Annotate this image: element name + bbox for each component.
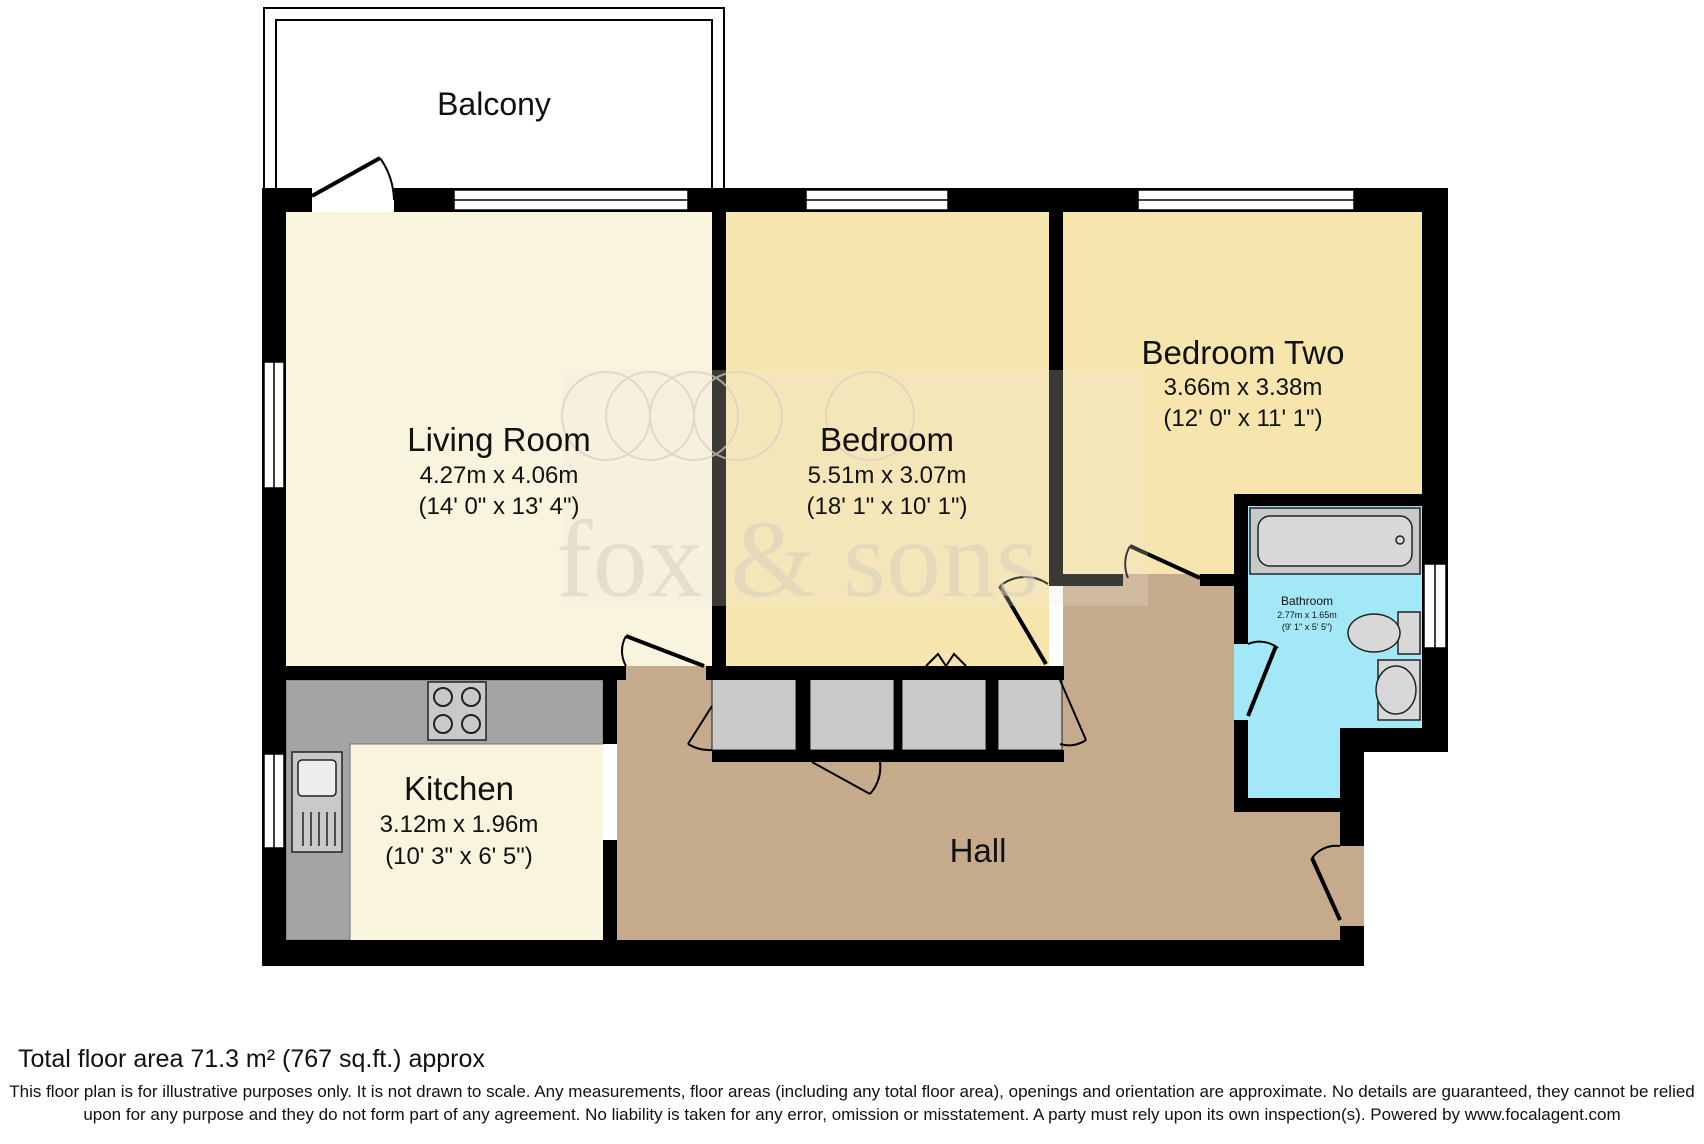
kitchen-name: Kitchen [404,770,514,807]
living-room-floor [286,212,712,666]
bedroom-two-metric: 3.66m x 3.38m [1164,374,1323,401]
balcony [263,7,725,192]
balcony-label: Balcony [437,86,551,122]
toilet-icon [1347,611,1421,655]
bedroom-two-labels: Bedroom Two 3.66m x 3.38m (12' 0" x 11' … [1142,334,1345,432]
bathroom-labels: Bathroom 2.77m x 1.65m (9' 1" x 5' 5") [1277,594,1337,632]
living-room-imperial: (14' 0" x 13' 4") [419,493,580,520]
basin-icon [1375,659,1421,721]
sink-icon [291,751,343,853]
living-room-name: Living Room [407,421,590,458]
hob-icon [427,681,487,741]
door-swings [311,156,1342,921]
living-room-metric: 4.27m x 4.06m [420,462,579,489]
bedroom-labels: Bedroom 5.51m x 3.07m (18' 1" x 10' 1") [807,421,968,520]
bedroom-two-name: Bedroom Two [1142,334,1345,371]
bathroom-name: Bathroom [1281,594,1333,608]
bedroom-name: Bedroom [820,421,954,458]
bathroom-metric: 2.77m x 1.65m [1277,610,1337,620]
kitchen-metric: 3.12m x 1.96m [380,811,539,838]
bedroom-two-imperial: (12' 0" x 11' 1") [1163,405,1322,432]
bedroom-metric: 5.51m x 3.07m [808,462,967,489]
kitchen-labels: Kitchen 3.12m x 1.96m (10' 3" x 6' 5") [380,770,539,870]
bath-icon [1249,507,1421,575]
bedroom-floor [726,212,1049,666]
bathroom-imperial: (9' 1" x 5' 5") [1282,622,1332,632]
bedroom-imperial: (18' 1" x 10' 1") [807,493,968,520]
disclaimer-text: This floor plan is for illustrative purp… [9,1082,1695,1124]
watermark-text: fox & sons [556,498,1039,620]
windows [263,189,1447,849]
bedroom-two-floor [1063,212,1422,574]
watermark: fox & sons [556,370,1148,620]
floor-plan: fox & sons Balcony Living Room 4.27m x 4… [262,7,1448,966]
hall-label: Hall [950,832,1007,869]
total-floor-area: Total floor area 71.3 m² (767 sq.ft.) ap… [18,1045,485,1073]
kitchen-imperial: (10' 3" x 6' 5") [385,843,533,870]
hall-cupboards [711,675,1063,751]
bathroom-floor [1248,506,1422,798]
living-room-labels: Living Room 4.27m x 4.06m (14' 0" x 13' … [407,421,590,520]
